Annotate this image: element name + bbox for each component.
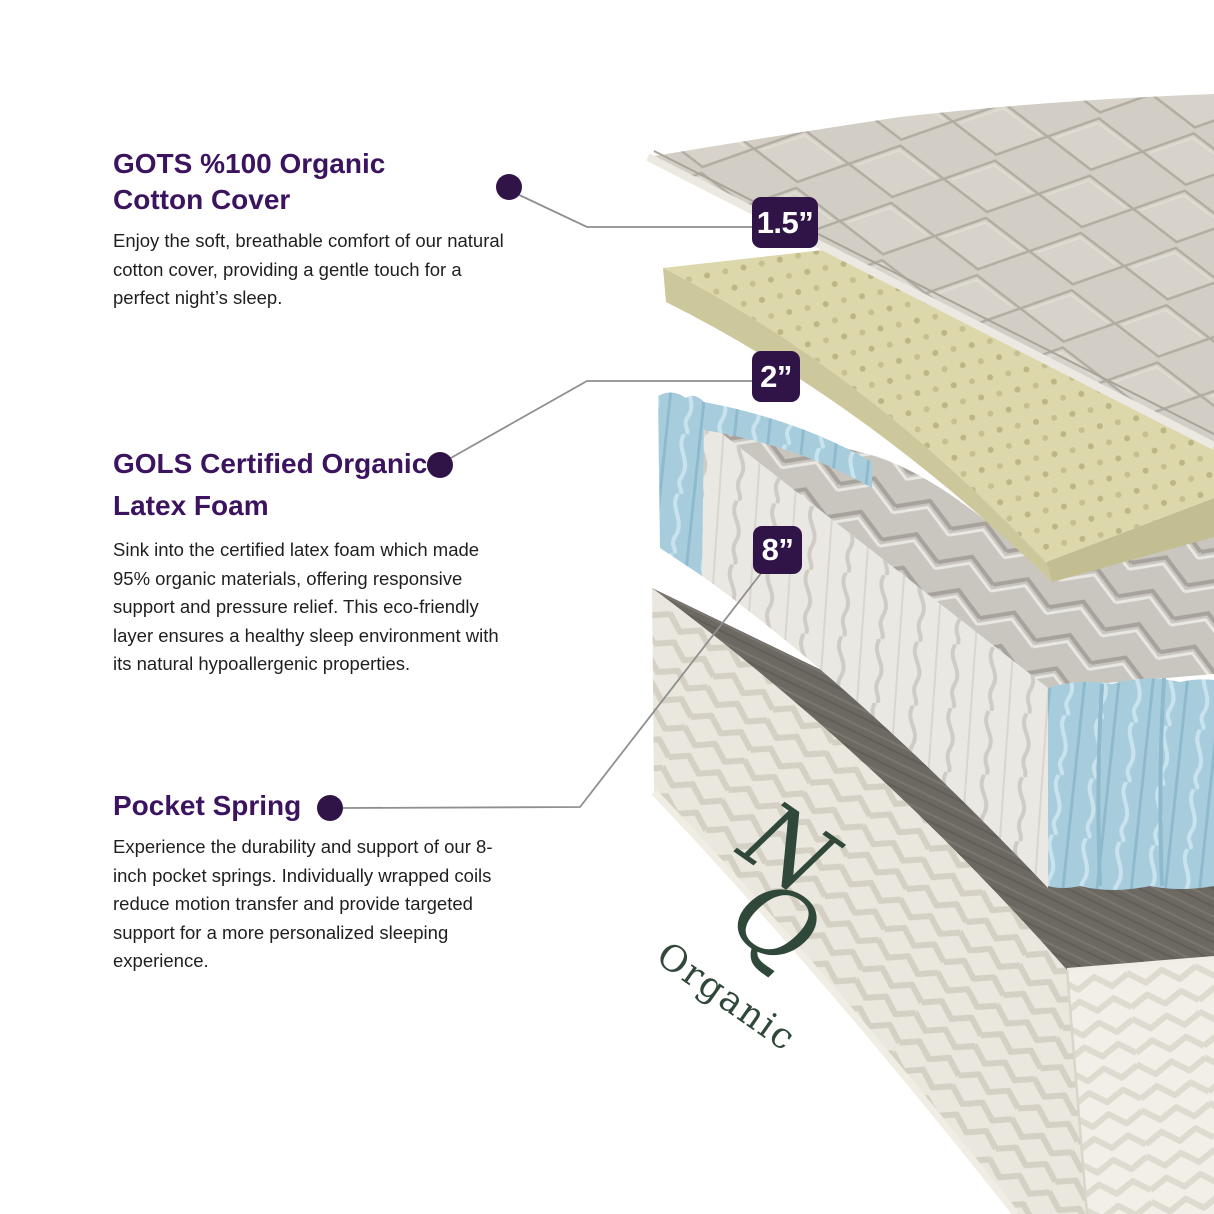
base-corner-seam [1065,969,1089,1214]
title-line-2: Cotton Cover [113,184,291,215]
section-body: Enjoy the soft, breathable comfort of ou… [113,230,504,308]
spring-top-face [702,418,1214,688]
spring-blue-right-panel [1048,678,1214,890]
section-title: GOTS %100 Organic Cotton Cover [113,146,519,218]
measurement-badge-cotton: 1.5” [752,197,818,248]
spring-blue-left-band [658,392,704,576]
cotton-cover-top [648,94,1214,446]
base-top-piping [1066,956,1214,972]
section-body: Experience the durability and support of… [113,836,493,971]
base-front-right-face [1067,958,1214,1214]
section-body: Sink into the certified latex foam which… [113,539,499,674]
section-cotton-cover: GOTS %100 Organic Cotton Cover Enjoy the… [113,146,519,313]
measurement-badge-latex: 2” [752,351,800,402]
title-line-1: GOLS Certified Organic [113,448,428,479]
section-title: Pocket Spring [113,788,519,824]
latex-end-face [1046,498,1214,582]
title-line-2: Latex Foam [113,490,269,521]
section-title: GOLS Certified Organic Latex Foam [113,443,519,527]
spring-blue-panel-seams [1096,677,1166,887]
section-latex-foam: GOLS Certified Organic Latex Foam Sink i… [113,443,519,679]
latex-front-face [663,268,1052,582]
measurement-badge-spring: 8” [753,526,802,574]
base-bottom-piping [651,789,1019,1214]
title-line-1: GOTS %100 Organic [113,148,386,179]
section-pocket-spring: Pocket Spring Experience the durability … [113,788,519,976]
title-line-1: Pocket Spring [113,790,302,821]
